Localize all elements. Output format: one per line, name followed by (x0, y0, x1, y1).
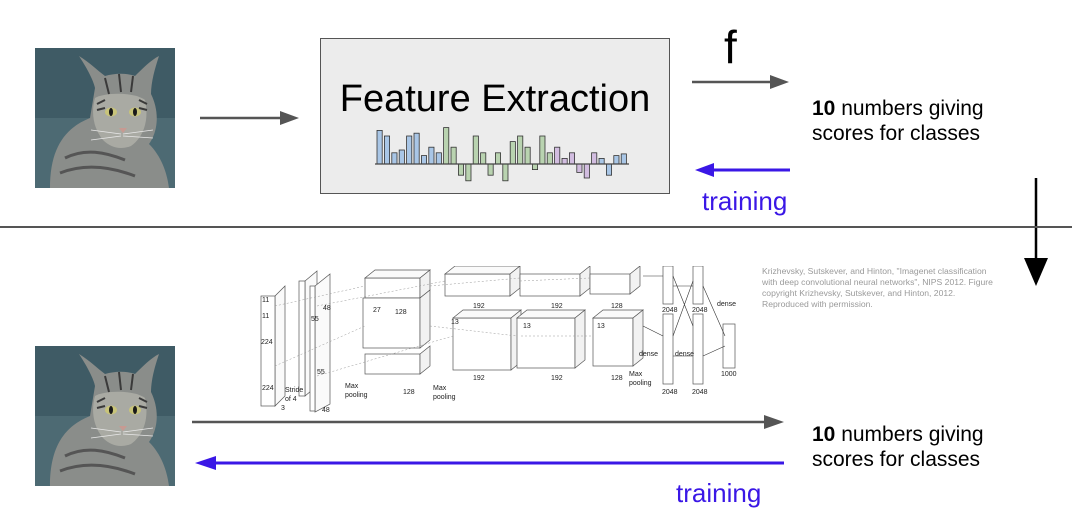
alexnet-architecture-diagram: 11 11 224 224 3 Stride of 4 55 55 48 48 … (260, 266, 737, 414)
histogram-bar (383, 135, 390, 165)
output-arrow-top (692, 75, 789, 89)
net-label-55a: 55 (311, 316, 319, 323)
histogram-bar (421, 155, 428, 165)
histogram-bar (554, 146, 561, 165)
histogram-bar (546, 152, 553, 165)
feature-extraction-block: Feature Extraction (320, 38, 670, 194)
net-label-11a: 11 (262, 297, 269, 304)
net-label-dense1: dense (639, 351, 658, 358)
net-label-2048b: 2048 (692, 389, 708, 396)
net-label-dense2: dense (675, 351, 694, 358)
net-label-maxpool3b: pooling (629, 380, 652, 387)
net-label-1000: 1000 (721, 371, 737, 378)
output-count-top: 10 (812, 97, 836, 120)
net-label-13b: 13 (523, 323, 531, 330)
output-line1-top: numbers giving (835, 97, 984, 120)
net-label-192: 192 (473, 303, 485, 310)
histogram-bar (620, 153, 627, 165)
output-count-bottom: 10 (812, 423, 836, 446)
net-label-224b: 224 (262, 385, 274, 392)
function-f-label: f (724, 21, 737, 73)
net-label-128: 128 (395, 309, 407, 316)
net-label-2048c: 2048 (662, 307, 678, 314)
histogram-bar (398, 149, 405, 165)
histogram-bar (413, 132, 420, 165)
net-label-128c: 128 (611, 303, 623, 310)
net-label-128b: 128 (403, 389, 415, 396)
net-label-stride: Stride (285, 387, 303, 394)
net-label-11b: 11 (262, 313, 269, 320)
feature-extraction-title: Feature Extraction (339, 78, 651, 120)
output-scores-top: 10 numbers giving scores for classes (812, 96, 984, 146)
net-label-maxpool3a: Max (629, 371, 643, 378)
histogram-bar (472, 135, 479, 165)
histogram-bar (561, 158, 568, 165)
net-label-48b: 48 (322, 407, 330, 414)
net-label-2048a: 2048 (662, 389, 678, 396)
training-label-top: training (702, 186, 788, 216)
histogram-bar (502, 163, 509, 182)
histogram-bar (568, 152, 575, 165)
net-label-of4: of 4 (285, 396, 297, 403)
training-arrow-top (695, 163, 790, 177)
histogram-bar (406, 135, 413, 165)
histogram-bar (458, 163, 465, 176)
histogram-bar (583, 163, 590, 179)
net-label-128d: 128 (611, 375, 623, 382)
net-label-27: 27 (373, 307, 381, 314)
cat-image-bottom (35, 346, 175, 486)
histogram-bar (598, 158, 605, 165)
alexnet-citation: Krizhevsky, Sutskever, and Hinton, "Imag… (762, 266, 993, 309)
histogram-bar (376, 130, 383, 165)
output-line2-bottom: scores for classes (812, 448, 981, 471)
output-line1-bottom: numbers giving (835, 423, 984, 446)
net-label-55b: 55 (317, 369, 325, 376)
histogram-bar (517, 135, 524, 165)
histogram-bar (428, 146, 435, 165)
net-label-224a: 224 (261, 339, 273, 346)
histogram-bar (539, 135, 546, 165)
histogram-bar (443, 127, 450, 165)
net-label-maxpool1b: pooling (345, 392, 368, 399)
net-label-48: 48 (323, 305, 331, 312)
histogram-bar (524, 146, 531, 165)
histogram-bar (576, 163, 583, 173)
net-label-13a: 13 (451, 319, 459, 326)
net-label-maxpool2b: pooling (433, 394, 456, 401)
training-label-bottom: training (676, 478, 762, 508)
cat-image-top (35, 48, 175, 188)
histogram-bar (450, 146, 457, 165)
stage-divider (0, 226, 1072, 228)
histogram-bar (591, 152, 598, 165)
net-label-maxpool2a: Max (433, 385, 447, 392)
histogram-bar (605, 163, 612, 176)
histogram-bar (495, 152, 502, 165)
training-arrow-bottom (195, 456, 784, 470)
histogram-bar (391, 152, 398, 165)
feature-histogram (375, 127, 629, 182)
histogram-bar (613, 155, 620, 165)
output-scores-bottom: 10 numbers giving scores for classes (812, 422, 984, 472)
net-label-192c: 192 (551, 303, 563, 310)
histogram-bar (465, 163, 472, 182)
histogram-bar (487, 163, 494, 176)
net-label-dense3: dense (717, 301, 736, 308)
histogram-bar (531, 163, 538, 170)
histogram-bar (509, 141, 516, 165)
end-to-end-arrow-bottom (192, 415, 784, 429)
input-arrow-top (200, 111, 299, 125)
net-label-192b: 192 (473, 375, 485, 382)
net-label-maxpool1a: Max (345, 383, 359, 390)
transition-down-arrow (1024, 178, 1048, 286)
net-label-13c: 13 (597, 323, 605, 330)
net-label-3: 3 (281, 405, 285, 412)
histogram-bar (435, 152, 442, 165)
histogram-bar (480, 152, 487, 165)
net-label-2048d: 2048 (692, 307, 708, 314)
net-label-192d: 192 (551, 375, 563, 382)
output-line2-top: scores for classes (812, 122, 981, 145)
